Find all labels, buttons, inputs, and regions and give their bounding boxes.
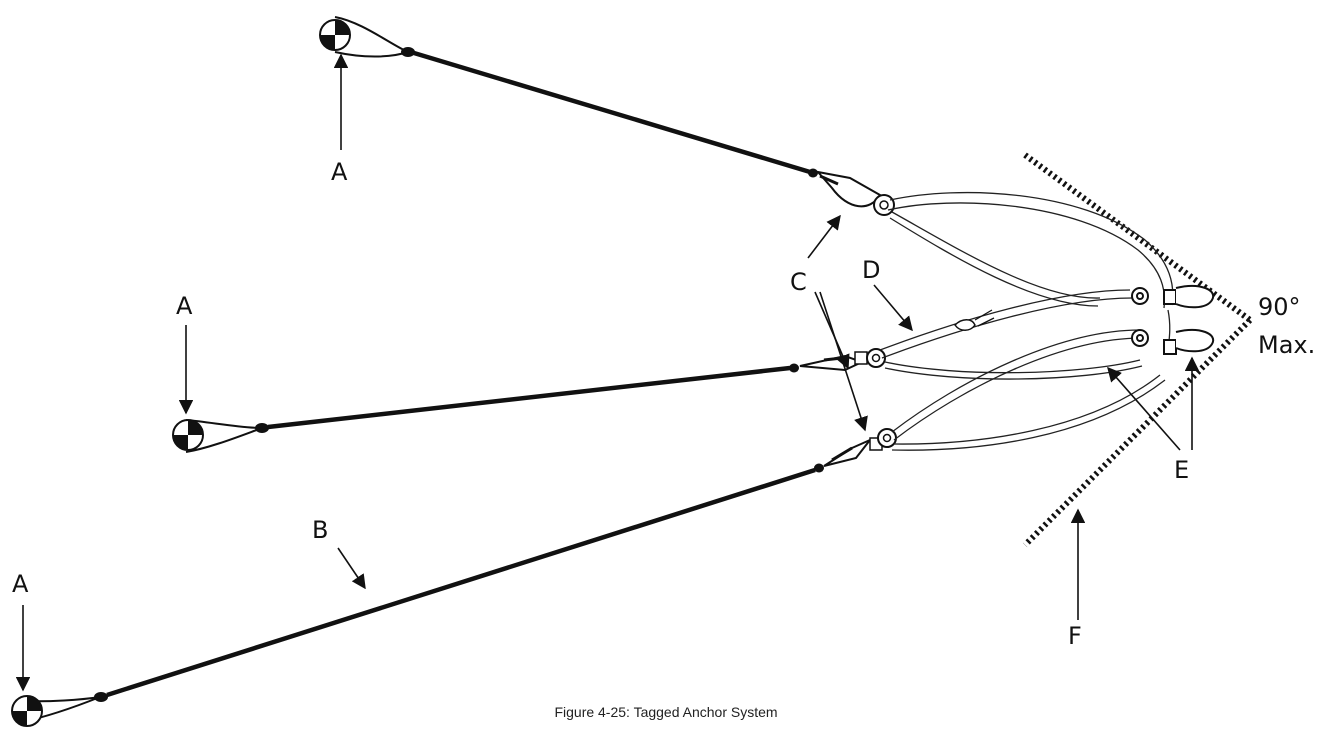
label-angle-unit: Max. xyxy=(1258,331,1315,359)
label-arrows xyxy=(15,53,1200,692)
label-e: E xyxy=(1174,456,1189,484)
label-a-middle: A xyxy=(176,292,193,320)
master-point-hardware xyxy=(1131,284,1215,355)
label-c: C xyxy=(790,268,807,296)
label-a-bottom: A xyxy=(12,570,29,598)
label-angle: 90° xyxy=(1258,293,1301,321)
anchor-top xyxy=(319,16,895,216)
angle-boundary xyxy=(1022,152,1253,548)
anchor-bottom xyxy=(11,428,897,727)
tag-slings xyxy=(879,191,1174,451)
tag-knot xyxy=(954,309,995,331)
label-f: F xyxy=(1068,622,1082,650)
label-b: B xyxy=(312,516,328,544)
anchor-middle xyxy=(172,348,886,453)
figure-caption: Figure 4-25: Tagged Anchor System xyxy=(554,704,778,720)
label-d: D xyxy=(862,256,880,284)
label-a-top: A xyxy=(331,158,348,186)
